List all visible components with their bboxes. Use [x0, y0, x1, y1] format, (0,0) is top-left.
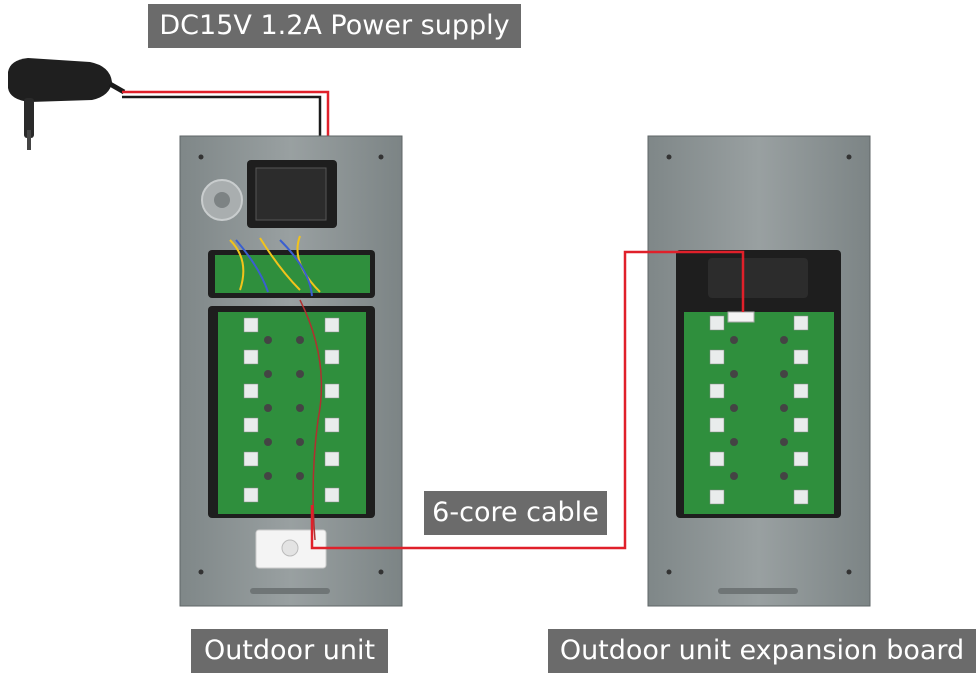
outdoor-unit-label: Outdoor unit: [191, 629, 388, 673]
power-supply-label: DC15V 1.2A Power supply: [148, 4, 521, 48]
outdoor-unit-panel: [179, 135, 403, 607]
expansion-board-label: Outdoor unit expansion board: [548, 629, 976, 673]
power-adapter-icon: [8, 58, 126, 150]
expansion-board-panel: [647, 135, 871, 607]
cable-label: 6-core cable: [424, 491, 607, 535]
six-core-cable-wire: [310, 250, 745, 550]
